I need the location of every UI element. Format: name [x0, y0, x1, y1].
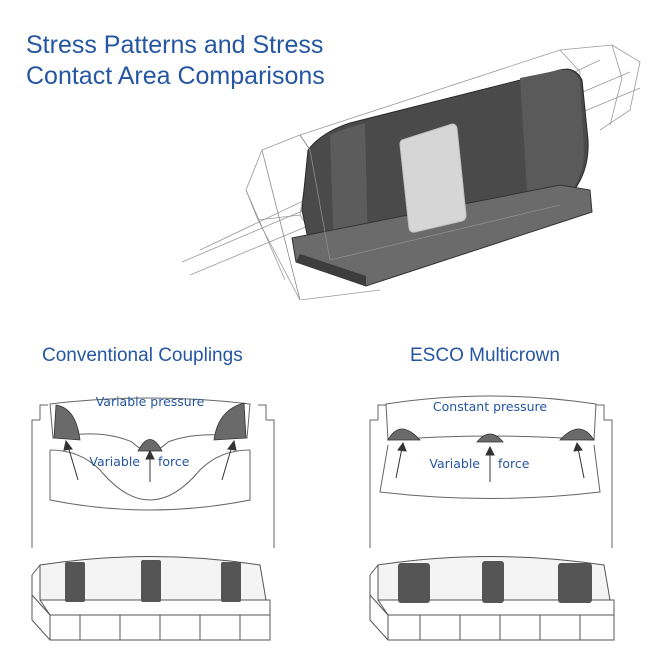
block-patch-left-3: [221, 562, 241, 602]
mc-block-patch-3: [558, 563, 592, 603]
pressure-label-multicrown: Constant pressure: [433, 399, 547, 414]
mc-block-patch-1: [398, 563, 430, 603]
block-patch-left-1: [65, 562, 85, 602]
panel-heading-multicrown: ESCO Multicrown: [410, 345, 560, 366]
contact-area-right: [213, 402, 247, 441]
block-patch-left-2: [141, 560, 161, 602]
force-label-right-conventional: force: [158, 454, 190, 469]
page-title: Stress Patterns and Stress Contact Area …: [26, 30, 325, 92]
contact-patch: [399, 123, 467, 233]
force-label-left-conventional: Variable: [89, 454, 140, 469]
mc-contact-area-right: [559, 428, 595, 441]
title-line-1: Stress Patterns and Stress: [26, 31, 324, 59]
contact-area-left: [53, 404, 81, 441]
contact-area-center: [137, 439, 163, 452]
mc-block-patch-2: [482, 561, 504, 603]
crowned-tooth-illustration: [181, 44, 641, 300]
force-label-right-multicrown: force: [498, 456, 530, 471]
mc-contact-area-center: [476, 433, 504, 443]
title-line-2: Contact Area Comparisons: [26, 62, 325, 90]
panel-heading-conventional: Conventional Couplings: [42, 345, 243, 366]
mc-contact-area-left: [387, 428, 421, 441]
pressure-label-conventional: Variable pressure: [96, 394, 205, 409]
force-label-left-multicrown: Variable: [429, 456, 480, 471]
